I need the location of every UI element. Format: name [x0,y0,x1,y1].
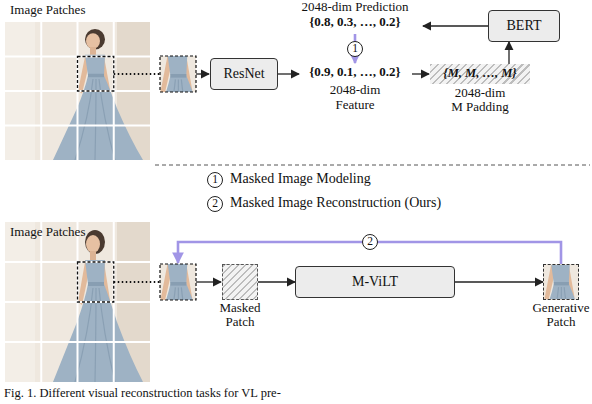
dotted-leader [114,281,160,283]
node-caption: Masked Patch [215,301,265,330]
legend-text: Masked Image Reconstruction (Ours) [230,195,560,211]
node-label: {M, M, …, M} [443,67,516,81]
separator [155,165,590,166]
process-box: BERT [488,10,560,42]
vector-name: 2048-dim Prediction [290,0,420,15]
figure-caption: Fig. 1. Different visual reconstruction … [4,386,281,400]
patch-grid [5,22,150,160]
process-box: ResNet [210,58,278,90]
callout-number: 1 [347,41,363,57]
value-vector: {0.8, 0.3, …, 0.2} [290,15,420,30]
dotted-leader [114,73,160,75]
connector-arrow [508,42,509,64]
arrow [196,73,209,74]
value-vector: {0.9, 0.1, …, 0.2} [300,65,410,80]
legend-text: Masked Image Modeling [230,171,530,187]
arrow [196,281,221,282]
arrow [412,73,429,74]
panel-label: Image Patches [10,225,120,240]
node-label: M-ViLT [352,274,398,289]
generative-patch: Generative Patch [543,264,579,300]
photo [5,222,150,382]
patch-crop [544,265,578,299]
photo [5,22,150,160]
padding-vector: {M, M, …, M}2048-dim M Padding [430,64,530,84]
node-label: ResNet [223,66,264,81]
connector-arrow [258,281,295,282]
arrow [278,73,299,74]
callout-number: 2 [207,196,223,212]
arrow [423,25,488,26]
patch-grid [5,222,150,382]
selected-patch [78,57,114,92]
vector-name: 2048-dim Feature [325,83,385,113]
patch-frame [160,264,196,300]
selected-patch [78,262,114,302]
callout-number: 1 [207,172,223,188]
patch-crop [88,228,232,372]
patch-frame [160,56,196,92]
panel-label: Image Patches [10,3,120,18]
process-box: M-ViLT [295,266,455,298]
node-caption: 2048-dim M Padding [450,86,510,115]
patch-crop [88,20,232,164]
masked-patch: Masked Patch [222,264,258,300]
callout-number: 2 [362,234,378,250]
node-label: BERT [507,18,542,33]
node-caption: Generative Patch [530,301,592,330]
connector-arrow [455,281,543,282]
